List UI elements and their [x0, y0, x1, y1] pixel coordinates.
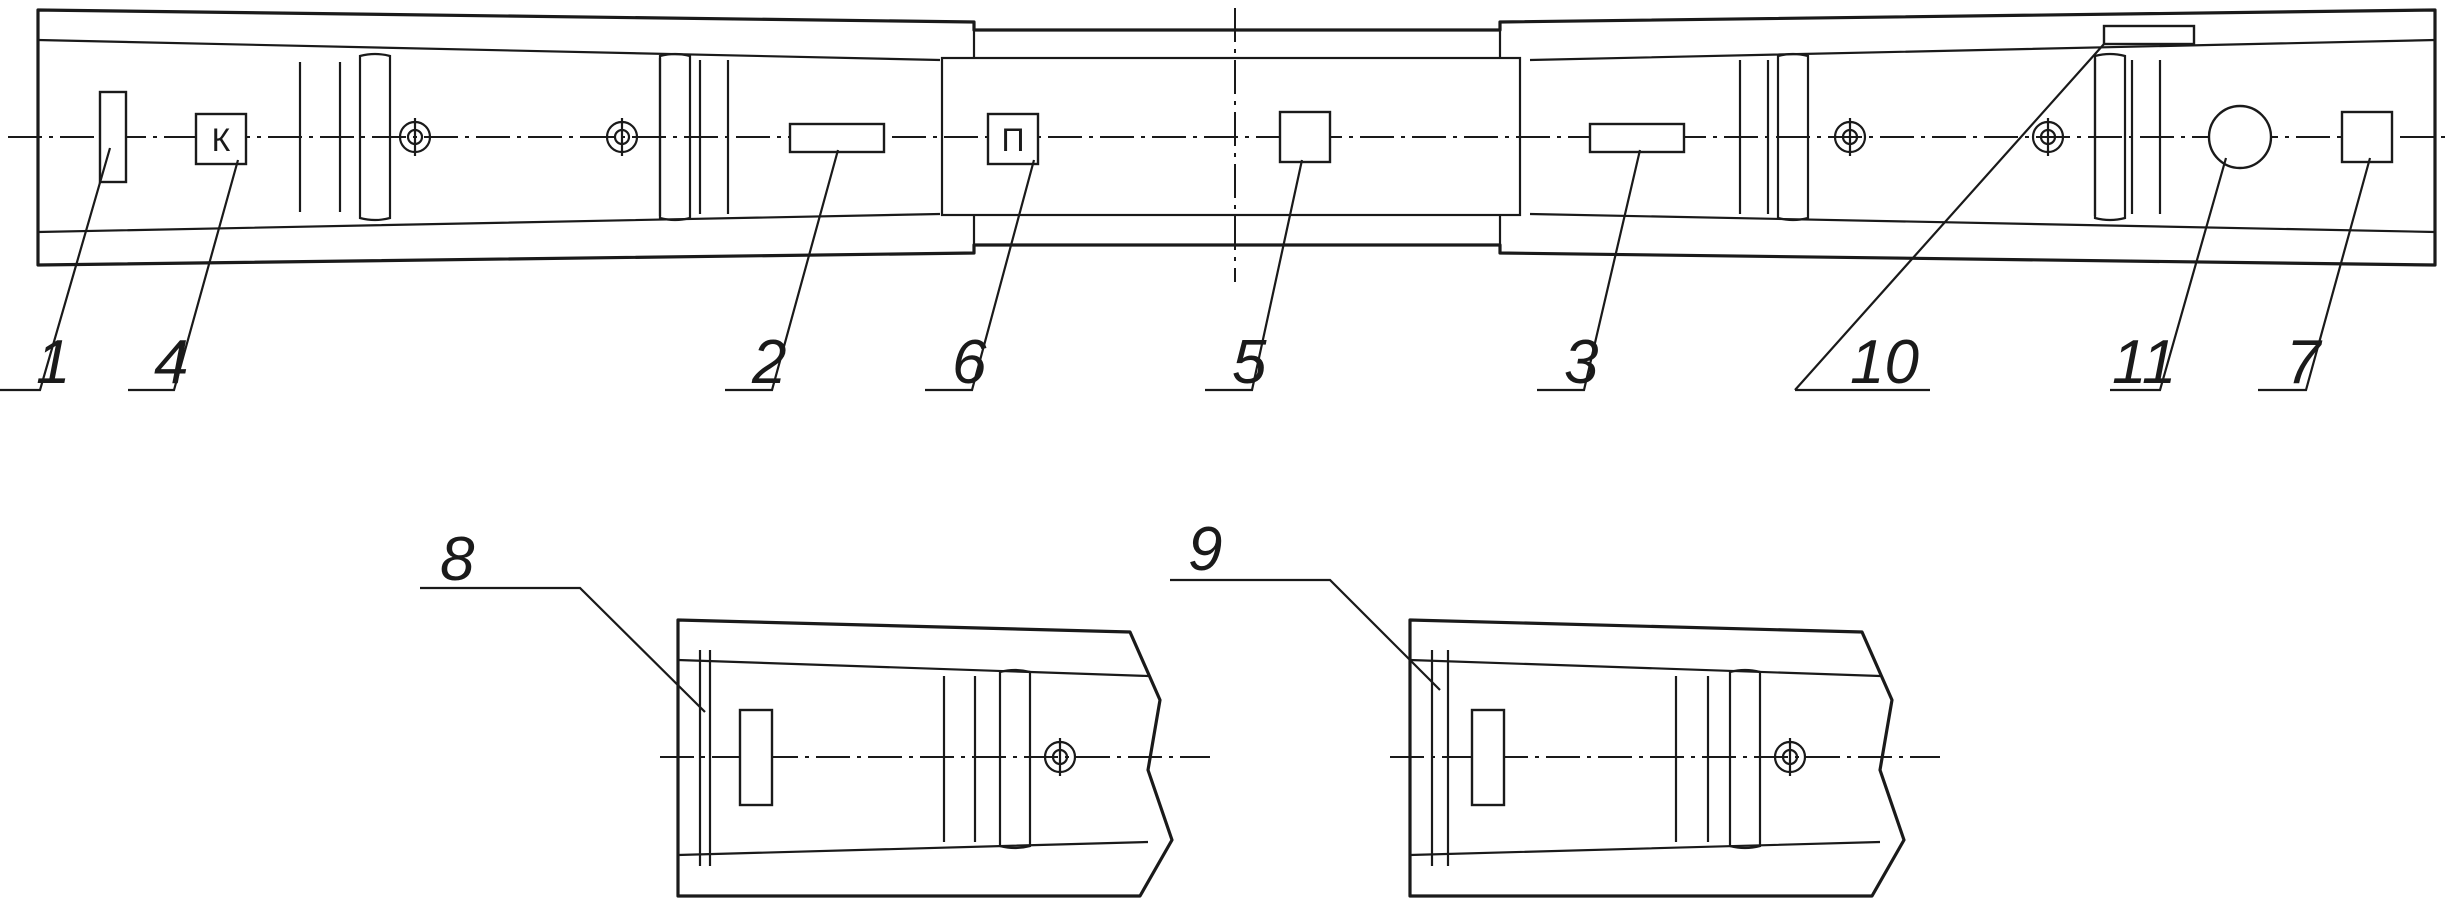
bolt-symbol — [398, 118, 432, 156]
main-beam: К П — [8, 8, 2450, 282]
marking-11-circle — [2207, 104, 2273, 170]
marking-7-square — [2340, 110, 2394, 164]
bolt-symbol — [1833, 118, 1867, 156]
marking-4-stamp — [194, 112, 248, 166]
callout-7-label: 7 — [2286, 328, 2323, 397]
bolt-symbol — [2031, 118, 2065, 156]
right-collar-group — [1738, 52, 2162, 222]
bolt-symbol — [605, 118, 639, 156]
bolt-symbols — [398, 118, 2065, 156]
marking-3-plate — [1588, 122, 1686, 154]
callout-2-label: 2 — [751, 328, 786, 397]
detail-8-plate — [738, 708, 774, 807]
callout-5-label: 5 — [1232, 328, 1267, 397]
callout-10-label: 10 — [1850, 328, 1919, 397]
callout-1-label: 1 — [36, 328, 70, 397]
marking-6-stamp — [986, 112, 1040, 166]
detail-view-9: 9 — [1170, 515, 1940, 898]
bolt-symbol — [1043, 738, 1077, 776]
bolt-symbol — [1773, 738, 1807, 776]
center-section — [940, 56, 1522, 217]
stamp-p-letter: П — [1002, 122, 1025, 158]
beam-top-flange-line — [37, 38, 2436, 62]
detail-view-8: 8 — [420, 525, 1210, 898]
callout-9-label: 9 — [1188, 515, 1222, 584]
left-collar-group — [298, 52, 730, 222]
callout-11-label: 11 — [2112, 328, 2176, 397]
detail-9-plate — [1470, 708, 1506, 807]
marking-10-plate — [2102, 24, 2196, 46]
callout-4-label: 4 — [154, 328, 188, 397]
beam-bottom-flange-line — [37, 212, 2436, 234]
callout-8-label: 8 — [440, 525, 475, 594]
top-callouts: 1 4 2 6 5 3 10 11 7 — [0, 43, 2372, 397]
marking-2-plate — [788, 122, 886, 154]
callout-6-label: 6 — [952, 328, 987, 397]
stamp-k-letter: К — [212, 122, 231, 158]
marking-5-square — [1278, 110, 1332, 164]
callout-3-label: 3 — [1564, 328, 1598, 397]
